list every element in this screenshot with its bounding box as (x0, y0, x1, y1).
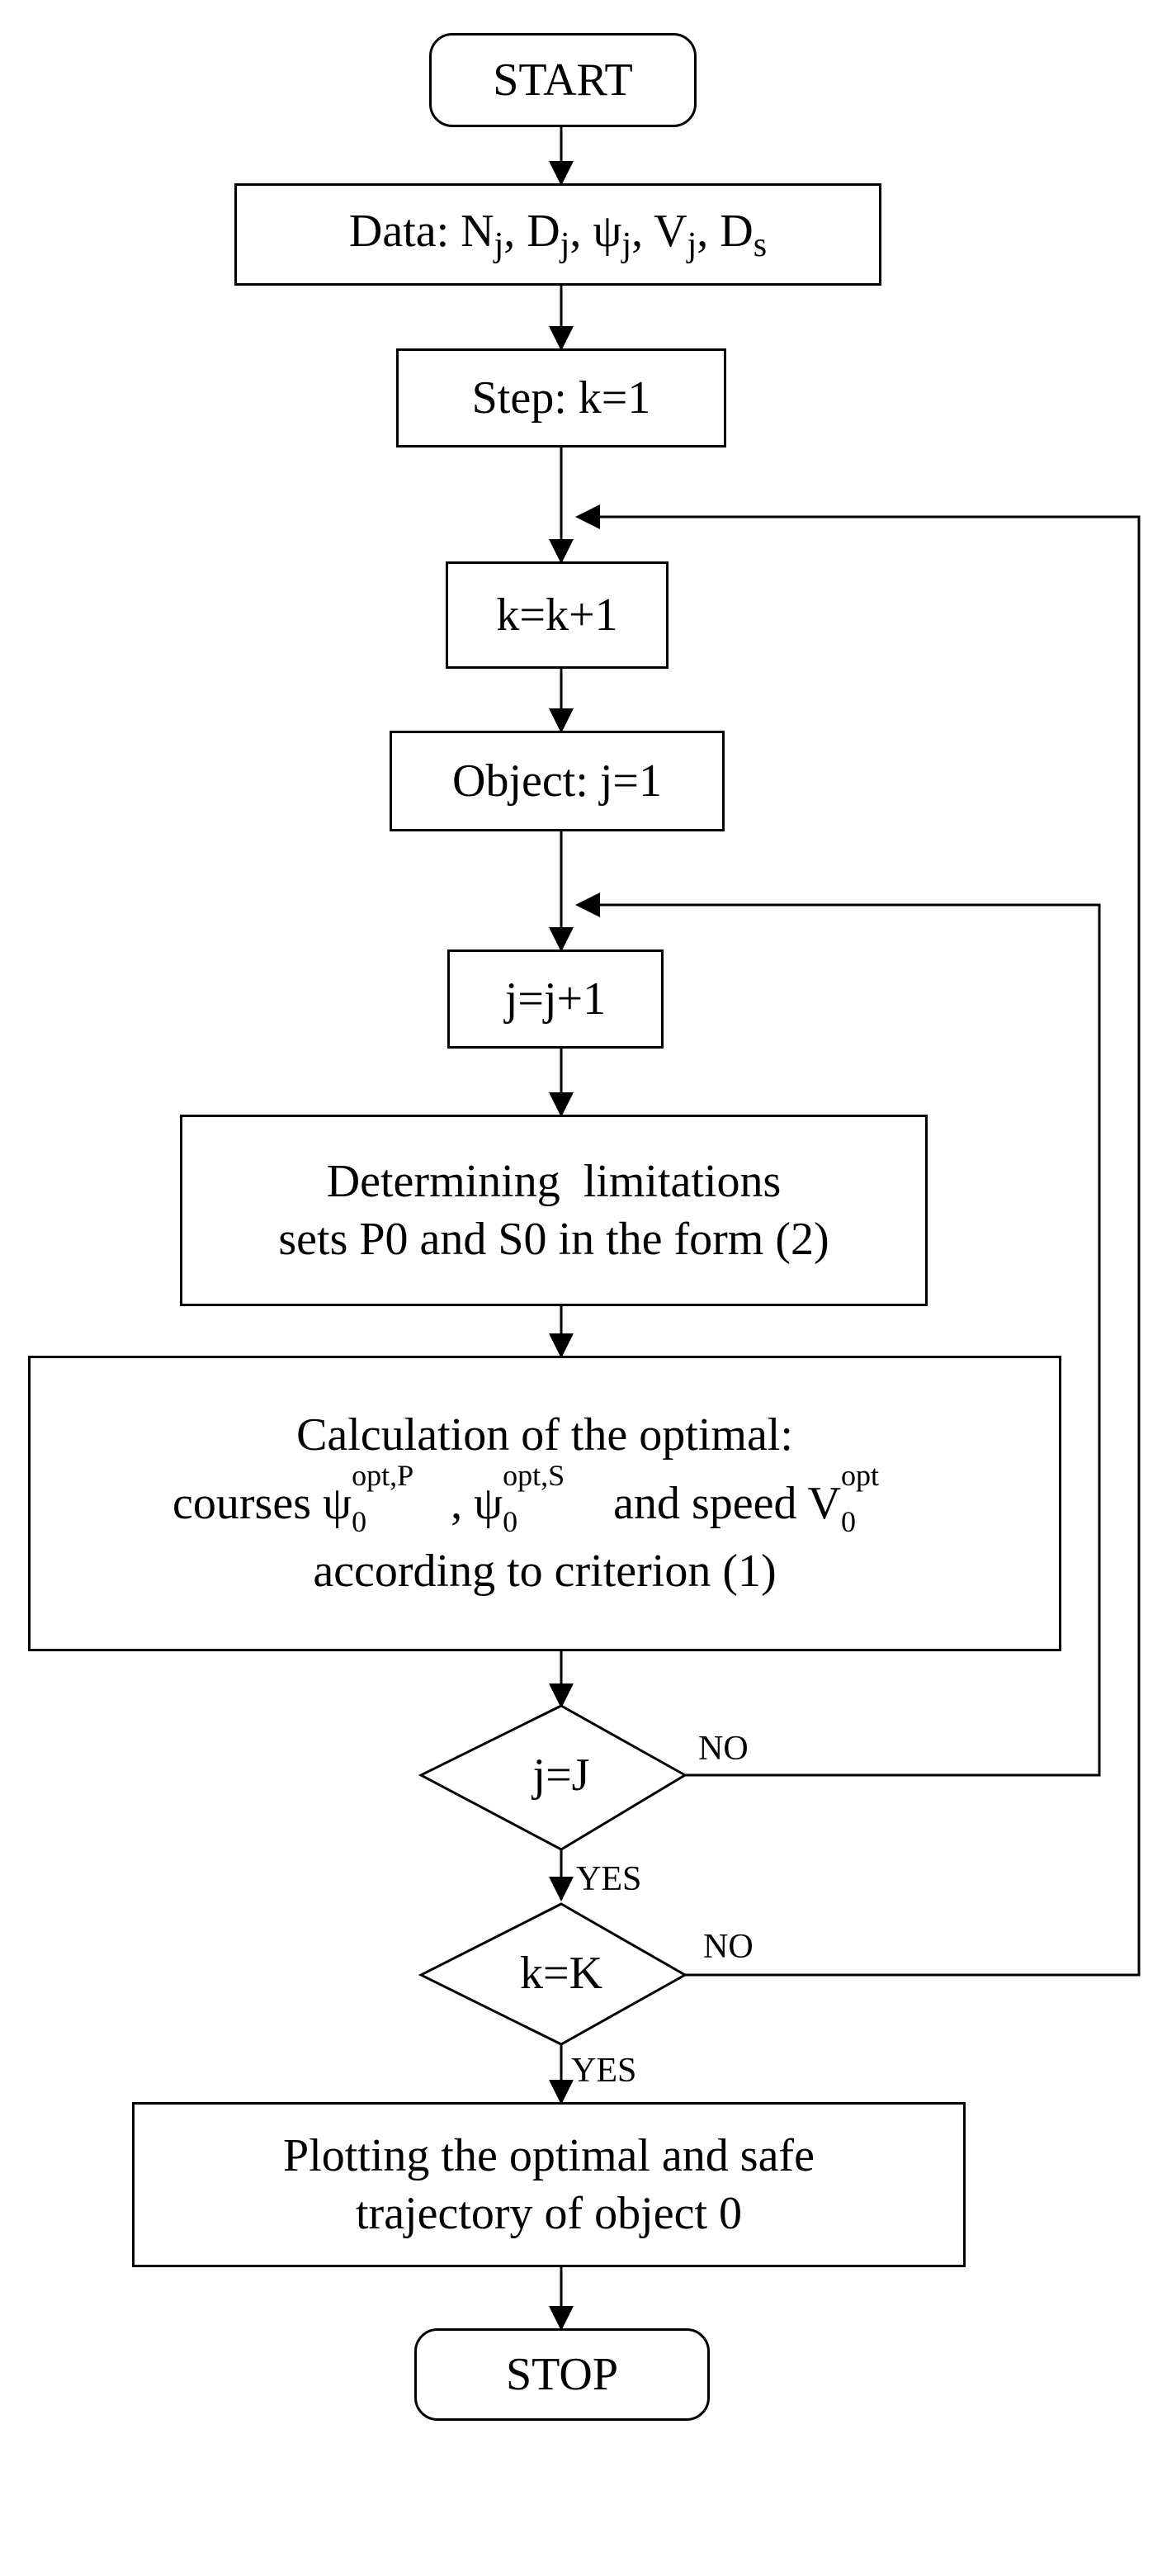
decision-k-shape (418, 1902, 688, 2046)
decision-k-yes-label: YES (571, 2052, 637, 2090)
plotting-line-1: Plotting the optimal and safe (283, 2130, 815, 2181)
limitations-line-2: sets P0 and S0 in the form (2) (278, 1214, 829, 1265)
j-increment-label: j=j+1 (504, 973, 607, 1025)
limitations-line-1: Determining limitations (326, 1156, 782, 1207)
calculation-line-3: according to criterion (1) (313, 1545, 777, 1597)
start-terminal: START (429, 33, 697, 127)
stop-terminal: STOP (414, 2328, 710, 2421)
step-init-label: Step: k=1 (471, 372, 651, 424)
k-increment-label: k=k+1 (496, 590, 618, 641)
decision-j-yes-label: YES (576, 1860, 642, 1898)
plotting-box: Plotting the optimal and safe trajectory… (132, 2102, 966, 2267)
object-init-box: Object: j=1 (390, 731, 725, 831)
decision-j-shape (418, 1704, 687, 1851)
step-init-box: Step: k=1 (396, 348, 726, 447)
plotting-line-2: trajectory of object 0 (355, 2188, 742, 2239)
stop-label: STOP (506, 2349, 618, 2400)
loop-j-no (575, 893, 1101, 1777)
limitations-box: Determining limitations sets P0 and S0 i… (180, 1115, 928, 1306)
data-input-box: Data: Nj, Dj, ψj, Vj, Ds (234, 183, 881, 286)
start-label: START (493, 54, 633, 106)
decision-j-label: j=J (532, 1750, 590, 1801)
loop-k-no (575, 504, 1141, 1977)
j-increment-box: j=j+1 (447, 949, 664, 1049)
decision-j-no-label: NO (698, 1730, 749, 1768)
data-label: Data: Nj, Dj, ψj, Vj, Ds (348, 205, 768, 264)
calculation-line-1: Calculation of the optimal: (296, 1409, 793, 1461)
k-increment-box: k=k+1 (446, 561, 669, 669)
object-init-label: Object: j=1 (452, 755, 662, 807)
decision-k-label: k=K (519, 1948, 603, 1999)
decision-k-no-label: NO (703, 1928, 754, 1966)
